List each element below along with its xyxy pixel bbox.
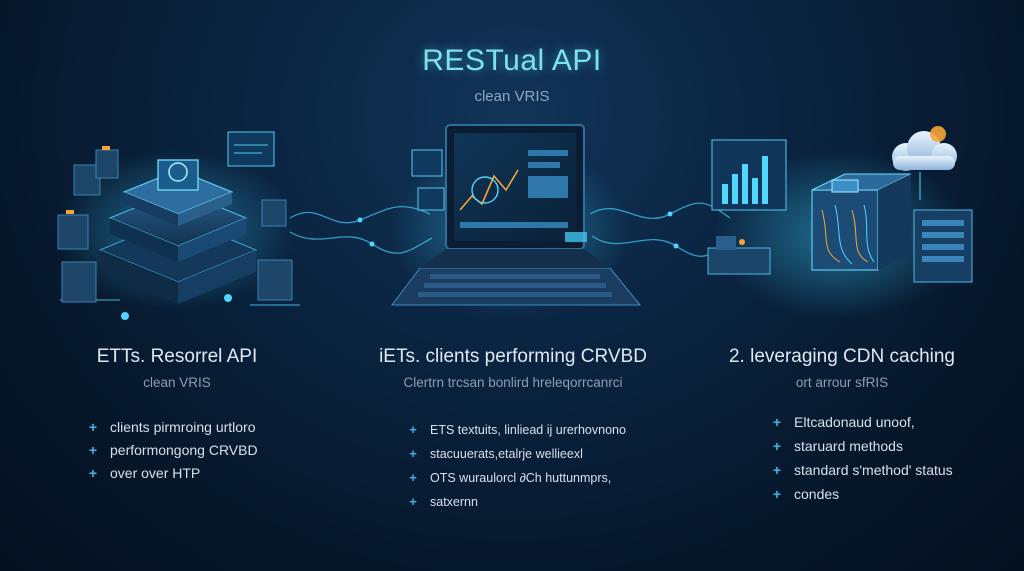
column-subheading: clean VRIS [143, 375, 211, 390]
diagram-title: RESTual API [422, 44, 602, 77]
column-subheading: ort arrour sfRIS [795, 375, 889, 390]
column-clients: iETs. clients performing CRVBD Clertrn t… [348, 346, 678, 390]
column-heading: iETs. clients performing CRVBD [379, 346, 647, 367]
column-resource-api: ETTs. Resorrel API clean VRIS [72, 346, 282, 390]
bullet-list: +Eltcadonaud unoof, +staruard methods +s… [768, 410, 953, 506]
column-subheading: Clertrn trcsan bonlird hreleqorrcanrci [403, 375, 623, 390]
server-stack-icon [55, 131, 295, 310]
column-cdn-caching: 2. leveraging CDN caching ort arrour sfR… [722, 346, 962, 390]
bullet-list: +clients pirmroing urtloro +performongon… [84, 415, 258, 484]
plus-icon: + [88, 418, 98, 435]
column-heading: 2. leveraging CDN caching [728, 346, 955, 367]
plus-icon: + [409, 423, 417, 437]
plus-icon: + [772, 462, 782, 478]
list-item: +condes [768, 482, 953, 506]
laptop-dashboard-icon [390, 124, 642, 315]
list-item: +standard s'method' status [768, 458, 953, 482]
plus-icon: + [409, 471, 417, 485]
list-item: +over over HTP [84, 461, 258, 484]
list-item: +satxernn [404, 490, 626, 514]
list-item: +stacuuerats,etalrje wellieexl [404, 442, 626, 466]
plus-icon: + [409, 447, 417, 461]
plus-icon: + [88, 464, 98, 481]
plus-icon: + [409, 495, 417, 509]
list-item: +performongong CRVBD [84, 438, 258, 461]
cdn-server-cloud-icon [707, 126, 973, 320]
list-item: +ETS textuits, linliead ij urerhovnono [404, 418, 626, 442]
list-item: +clients pirmroing urtloro [84, 415, 258, 438]
bullet-list: +ETS textuits, linliead ij urerhovnono +… [404, 418, 626, 514]
list-item: +Eltcadonaud unoof, [768, 410, 953, 434]
plus-icon: + [772, 438, 782, 454]
column-heading: ETTs. Resorrel API [96, 346, 258, 367]
list-item: +OTS wuraulorcl ∂Ch huttunmprs, [404, 466, 626, 490]
list-item: +staruard methods [768, 434, 953, 458]
diagram-subtitle: clean VRIS [474, 88, 550, 105]
plus-icon: + [88, 441, 98, 458]
plus-icon: + [772, 486, 782, 502]
plus-icon: + [772, 414, 782, 430]
